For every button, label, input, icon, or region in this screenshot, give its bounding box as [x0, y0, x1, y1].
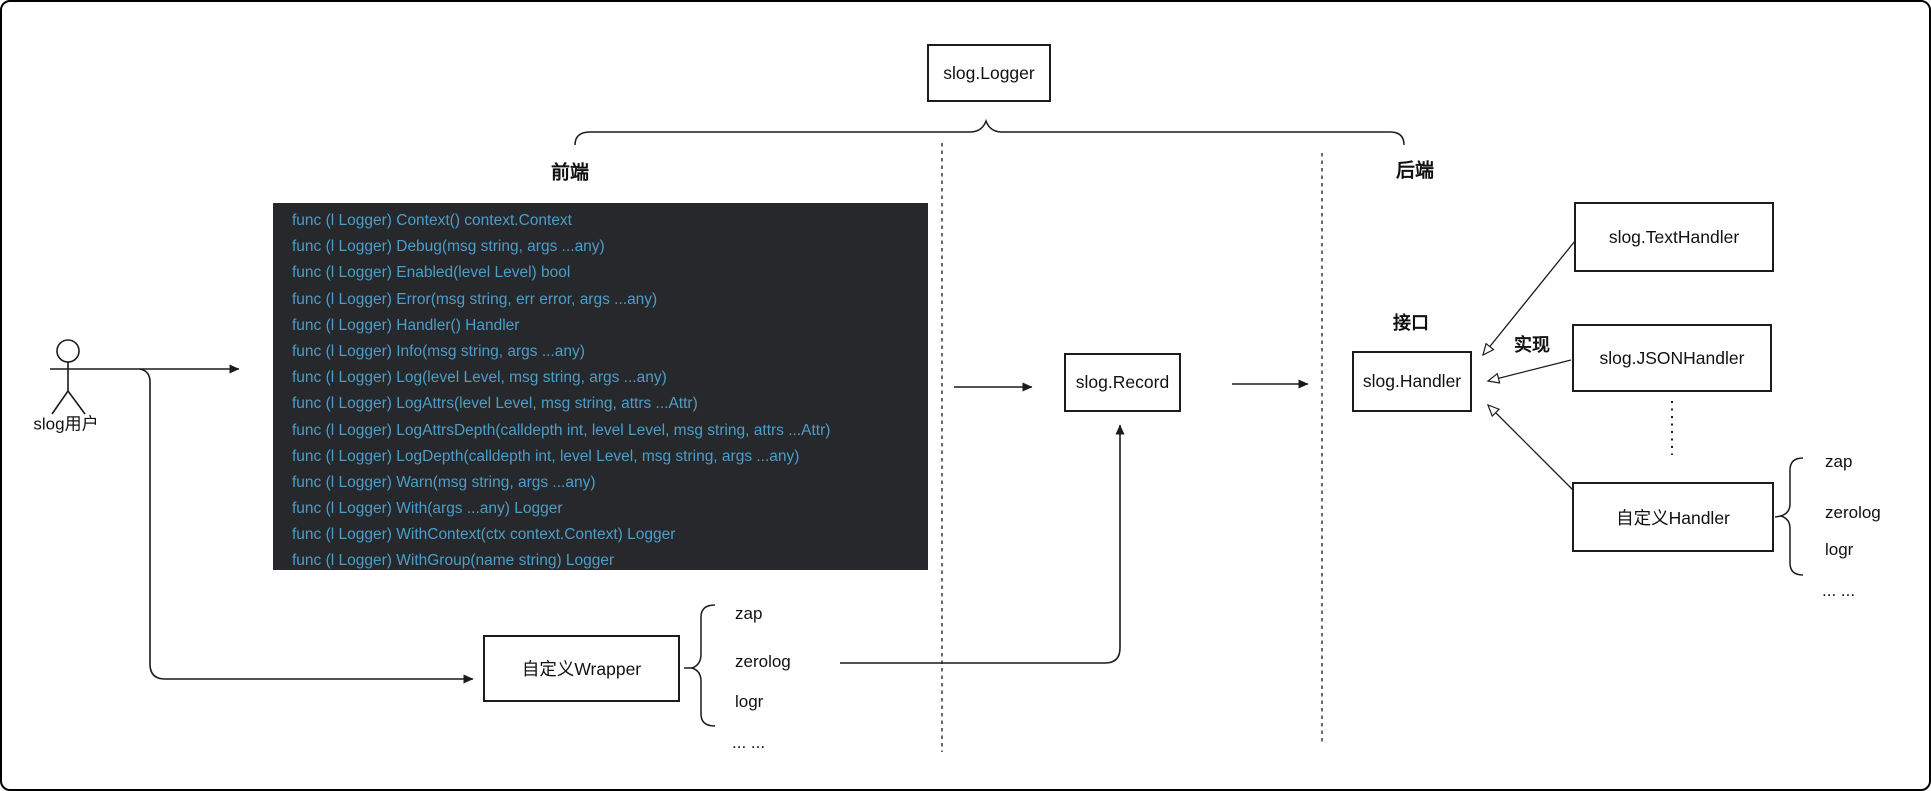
handler-example-zap: zap [1825, 452, 1853, 471]
actor-leg-left [51, 390, 69, 415]
slog-record-label: slog.Record [1075, 372, 1170, 392]
code-line: func (l Logger) Debug(msg string, args .… [292, 238, 605, 256]
code-line: func (l Logger) Context() context.Contex… [292, 212, 572, 229]
code-line: func (l Logger) LogAttrsDepth(calldepth … [292, 421, 831, 439]
code-line: func (l Logger) Warn(msg string, args ..… [292, 473, 596, 491]
slog-record-box: slog.Record [1064, 353, 1181, 412]
handler-example-logr: logr [1825, 540, 1854, 559]
slog-handler-label: slog.Handler [1362, 371, 1462, 391]
wrapper-example-zerolog: zerolog [735, 652, 791, 671]
top-brace [574, 118, 1405, 146]
code-line: func (l Logger) LogDepth(calldepth int, … [292, 447, 800, 465]
frontend-label: 前端 [550, 162, 590, 184]
slog-texthandler-label: slog.TextHandler [1608, 226, 1740, 247]
code-line: func (l Logger) WithContext(ctx context.… [292, 526, 676, 544]
logger-methods-code-block: func (l Logger) Context() context.Contex… [273, 203, 928, 570]
actor-figure [50, 339, 87, 415]
handler-example-more: ... ... [1822, 581, 1856, 600]
arrow-texthandler-implements [1483, 240, 1576, 355]
actor-leg-right [67, 390, 86, 415]
custom-handler-box: 自定义Handler [1572, 482, 1774, 552]
slog-texthandler-box: slog.TextHandler [1574, 202, 1774, 272]
code-line: func (l Logger) Log(level Level, msg str… [292, 369, 667, 387]
custom-wrapper-label: 自定义Wrapper [521, 659, 642, 679]
handler-brace [1774, 457, 1804, 576]
arrow-customhandler-implements [1488, 405, 1574, 491]
slog-logger-label: slog.Logger [943, 62, 1035, 83]
wrapper-example-more: ... ... [732, 733, 766, 752]
implements-label: 实现 [1514, 335, 1550, 355]
arrow-wrapper-to-record [840, 424, 1125, 664]
code-line: func (l Logger) Error(msg string, err er… [292, 290, 658, 308]
arrow-user-to-wrapper [139, 368, 474, 684]
backend-label: 后端 [1395, 160, 1435, 182]
wrapper-example-logr: logr [735, 692, 764, 711]
custom-wrapper-box: 自定义Wrapper [483, 635, 680, 702]
slog-handler-box: slog.Handler [1352, 351, 1472, 412]
code-line: func (l Logger) Enabled(level Level) boo… [292, 264, 571, 282]
actor-label: slog用户 [33, 414, 99, 434]
slog-logger-box: slog.Logger [927, 44, 1051, 102]
wrapper-brace [684, 604, 716, 727]
code-line: func (l Logger) Info(msg string, args ..… [292, 342, 585, 360]
custom-handler-label: 自定义Handler [1616, 507, 1730, 528]
code-line: func (l Logger) LogAttrs(level Level, ms… [292, 395, 698, 413]
code-line: func (l Logger) WithGroup(name string) L… [292, 552, 615, 570]
slog-jsonhandler-label: slog.JSONHandler [1599, 347, 1745, 368]
actor-head [56, 339, 80, 363]
code-line: func (l Logger) Handler() Handler [292, 316, 520, 334]
code-line: func (l Logger) With(args ...any) Logger [292, 500, 563, 518]
arrow-jsonhandler-implements [1488, 359, 1572, 381]
slog-jsonhandler-box: slog.JSONHandler [1572, 324, 1772, 392]
wrapper-example-zap: zap [735, 604, 763, 623]
handler-example-zerolog: zerolog [1825, 503, 1881, 522]
interface-label: 接口 [1393, 313, 1429, 333]
